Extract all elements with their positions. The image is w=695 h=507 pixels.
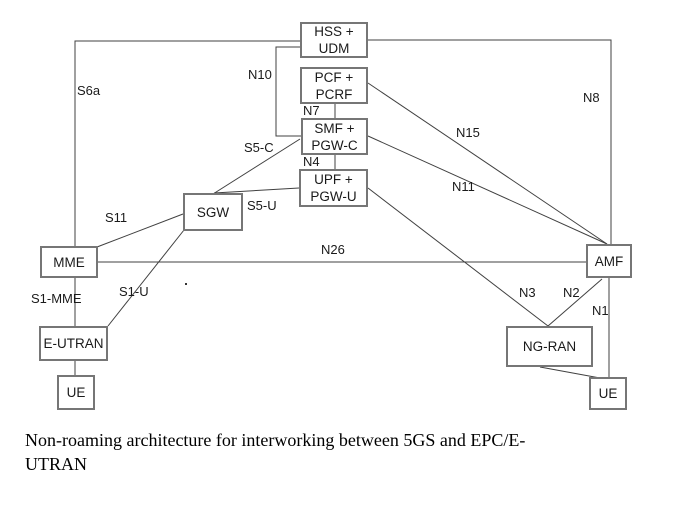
node-label: PCRF — [315, 86, 353, 102]
edge-n8-line — [368, 39, 612, 244]
node-label: SMF + — [314, 120, 355, 136]
edge-label-n1: N1 — [592, 303, 609, 318]
node-amf: AMF — [586, 244, 632, 278]
edge-label-n26: N26 — [321, 242, 345, 257]
edge-s11-line — [96, 213, 184, 248]
stray-dot-artifact — [185, 283, 187, 285]
node-label: AMF — [594, 253, 624, 269]
edge-label-n8: N8 — [583, 90, 600, 105]
node-label: HSS + — [314, 24, 354, 39]
caption-line-2: UTRAN — [25, 454, 87, 474]
edge-label-n11: N11 — [452, 179, 475, 194]
edge-label-n3: N3 — [519, 285, 536, 300]
edge-s5c-line — [212, 138, 301, 195]
edge-n3-line — [367, 187, 549, 327]
node-mme: MME — [40, 246, 98, 278]
edge-label-s1mme: S1-MME — [31, 291, 82, 306]
node-label: MME — [53, 254, 85, 270]
edge-label-s6a: S6a — [77, 83, 101, 98]
edge-label-n2: N2 — [563, 285, 580, 300]
node-label: NG-RAN — [522, 339, 577, 354]
edge-n11-line — [367, 135, 608, 245]
edge-n2-line — [547, 278, 603, 327]
node-label: UDM — [318, 41, 350, 56]
node-label: UPF + — [314, 172, 353, 187]
edge-s6a-line — [74, 40, 300, 246]
edge-label-s1u: S1-U — [119, 284, 149, 299]
node-sgw: SGW — [183, 193, 243, 231]
edge-label-n7: N7 — [303, 103, 320, 118]
edge-s1u-line — [107, 229, 185, 327]
node-ue-left: UE — [57, 375, 95, 410]
edge-label-n10: N10 — [248, 67, 272, 82]
edge-n15-line — [367, 82, 608, 245]
figure-caption: Non-roaming architecture for interworkin… — [25, 428, 625, 476]
edge-label-n15: N15 — [456, 125, 480, 140]
node-label: SGW — [196, 204, 230, 220]
edge-label-s11: S11 — [105, 210, 128, 225]
node-label: PGW-C — [311, 137, 358, 153]
node-upf-pgwu: UPF + PGW-U — [299, 169, 368, 207]
node-ng-ran: NG-RAN — [506, 326, 593, 367]
node-label: UE — [598, 386, 618, 401]
caption-line-1: Non-roaming architecture for interworkin… — [25, 430, 526, 450]
node-smf-pgwc: SMF + PGW-C — [301, 118, 368, 155]
edge-s5u-line — [213, 187, 300, 194]
node-label: PGW-U — [310, 189, 357, 204]
node-label: E-UTRAN — [43, 336, 104, 351]
node-ue-right: UE — [589, 377, 627, 410]
node-label: UE — [66, 385, 86, 400]
node-pcf-pcrf: PCF + PCRF — [300, 67, 368, 104]
node-hss-udm: HSS + UDM — [300, 22, 368, 58]
edge-label-n4: N4 — [303, 154, 320, 169]
edge-ngran-ue-line — [539, 366, 601, 379]
node-e-utran: E-UTRAN — [39, 326, 108, 361]
edge-n10-line — [275, 46, 301, 137]
edge-label-s5c: S5-C — [244, 140, 274, 155]
edge-label-s5u: S5-U — [247, 198, 277, 213]
node-label: PCF + — [314, 69, 354, 85]
